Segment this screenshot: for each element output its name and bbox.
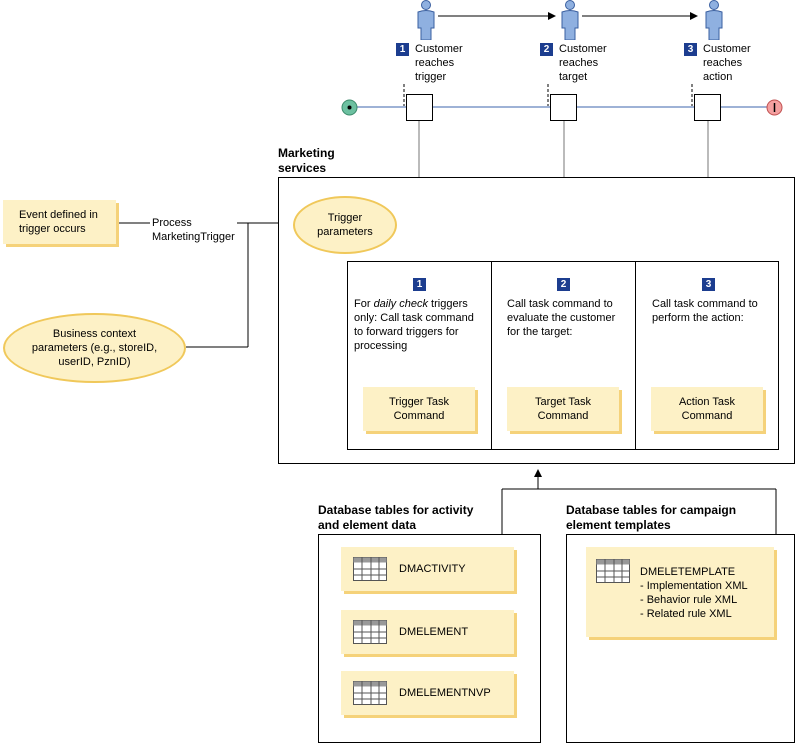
start-node-icon xyxy=(341,99,358,116)
database-table-icon xyxy=(353,557,387,581)
step-1-badge: 1 xyxy=(396,43,409,56)
template-item: - Related rule XML xyxy=(640,608,732,620)
table-dmeletemplate: DMELETEMPLATE - Implementation XML - Beh… xyxy=(586,547,774,637)
template-item: - Implementation XML xyxy=(640,580,748,592)
template-table-name: DMELETEMPLATE xyxy=(640,566,736,578)
column-3-description: Call task command to perform the action: xyxy=(652,298,758,324)
end-node-icon xyxy=(766,99,783,116)
table-dmelementnvp: DMELEMENTNVP xyxy=(341,671,514,715)
person-icon xyxy=(417,0,435,40)
column-1-badge: 1 xyxy=(413,278,426,291)
template-item: - Behavior rule XML xyxy=(640,594,738,606)
person-icon xyxy=(705,0,723,40)
database-table-icon xyxy=(596,559,630,583)
table-dmelement: DMELEMENT xyxy=(341,610,514,654)
column-2-description: Call task command to evaluate the custom… xyxy=(507,298,616,338)
column-1-description: For daily check triggers only: Call task… xyxy=(354,298,474,352)
person-icon xyxy=(561,0,579,40)
step-3-badge: 3 xyxy=(684,43,697,56)
database-table-icon xyxy=(353,681,387,705)
stage-target xyxy=(550,94,577,121)
stage-action xyxy=(694,94,721,121)
step-2-badge: 2 xyxy=(540,43,553,56)
column-3-badge: 3 xyxy=(702,278,715,291)
table-dmactivity: DMACTIVITY xyxy=(341,547,514,591)
database-table-icon xyxy=(353,620,387,644)
column-2-badge: 2 xyxy=(557,278,570,291)
stage-trigger xyxy=(406,94,433,121)
